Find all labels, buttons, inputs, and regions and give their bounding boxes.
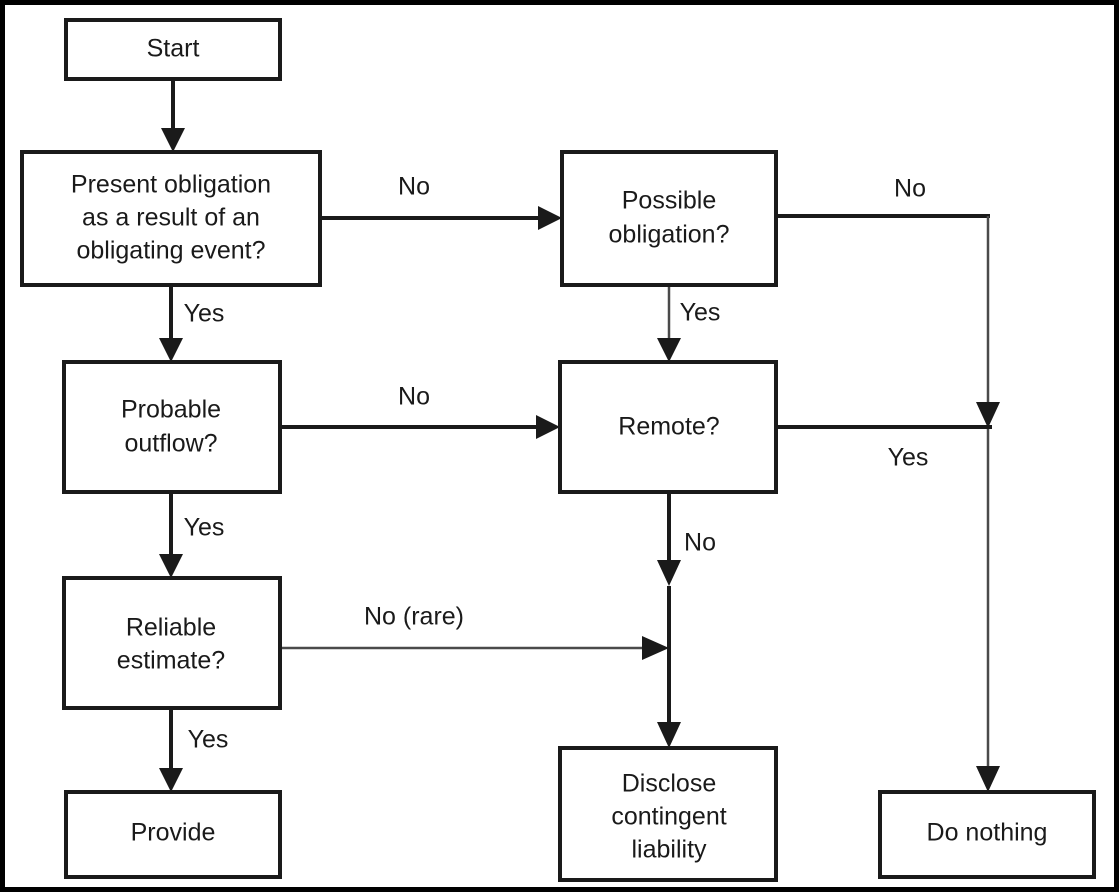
edge-possible-to-donothing	[776, 214, 1000, 792]
node-provide[interactable]: Provide	[64, 790, 282, 879]
node-probable-outflow-line2: outflow?	[124, 430, 217, 458]
edge-possible-to-remote	[657, 285, 681, 362]
node-probable-outflow-line1: Probable	[121, 396, 221, 424]
edge-label-possible-no: No	[894, 175, 926, 203]
node-disclose-line2: contingent	[611, 803, 726, 831]
edge-label-probable-yes: Yes	[184, 514, 225, 542]
edge-label-probable-no: No	[398, 383, 430, 411]
node-present-obligation-line3: obligating event?	[76, 237, 265, 265]
node-start-label: Start	[147, 35, 200, 63]
node-possible-obligation[interactable]: Possible obligation?	[560, 150, 778, 287]
edge-probable-to-reliable	[159, 492, 183, 578]
edge-present-to-possible	[320, 206, 562, 230]
edge-label-reliable-no-rare: No (rare)	[364, 603, 464, 631]
node-disclose-line1: Disclose	[622, 770, 716, 798]
node-reliable-estimate[interactable]: Reliable estimate?	[62, 576, 282, 710]
node-do-nothing-label: Do nothing	[927, 819, 1048, 847]
node-reliable-estimate-line1: Reliable	[126, 614, 216, 642]
node-start[interactable]: Start	[64, 18, 282, 81]
edge-label-present-no: No	[398, 173, 430, 201]
edge-reliable-to-provide	[159, 708, 183, 792]
node-possible-obligation-line1: Possible	[622, 187, 717, 215]
node-do-nothing[interactable]: Do nothing	[878, 790, 1096, 879]
node-probable-outflow[interactable]: Probable outflow?	[62, 360, 282, 494]
node-disclose-contingent-liability[interactable]: Disclose contingent liability	[558, 746, 778, 882]
node-possible-obligation-line2: obligation?	[609, 221, 730, 249]
edge-start-to-present	[161, 79, 185, 152]
node-remote-label: Remote?	[618, 413, 719, 441]
edge-label-remote-no: No	[684, 529, 716, 557]
edge-remote-to-disclose	[657, 492, 681, 748]
edge-label-possible-yes: Yes	[680, 299, 721, 327]
node-present-obligation-line1: Present obligation	[71, 171, 271, 199]
node-present-obligation[interactable]: Present obligation as a result of an obl…	[20, 150, 322, 287]
edge-label-reliable-yes: Yes	[188, 726, 229, 754]
node-remote[interactable]: Remote?	[558, 360, 778, 494]
node-present-obligation-line2: as a result of an	[82, 204, 260, 232]
edge-probable-to-remote	[280, 415, 560, 439]
edge-present-to-probable	[159, 285, 183, 362]
edge-label-remote-yes: Yes	[888, 444, 929, 472]
node-provide-label: Provide	[131, 819, 216, 847]
edge-reliable-to-disclose	[280, 636, 669, 660]
edge-label-present-yes: Yes	[184, 300, 225, 328]
node-disclose-line3: liability	[631, 836, 707, 864]
node-reliable-estimate-line2: estimate?	[117, 647, 225, 675]
